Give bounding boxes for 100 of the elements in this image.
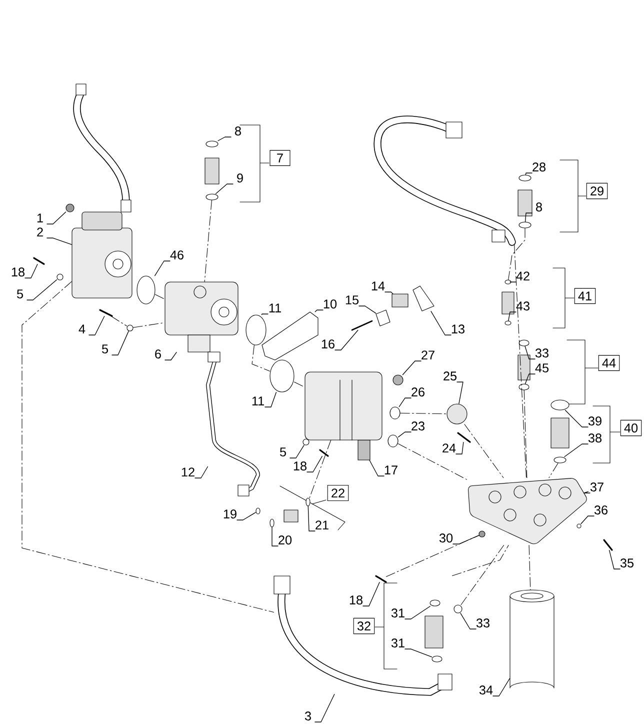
callout-number: 10 [324, 300, 337, 308]
callout-number: 8 [235, 126, 241, 136]
callout-number: 27 [422, 350, 434, 360]
bolt [319, 449, 329, 457]
callout-number: 42 [516, 272, 530, 280]
o-ring [388, 434, 398, 448]
fitting [518, 190, 532, 216]
kit-number-box: 7 [270, 150, 290, 166]
o-ring [256, 508, 260, 514]
leader-line [164, 352, 177, 360]
leader-line [308, 506, 316, 532]
center-line [110, 316, 127, 326]
callout-number: 37 [590, 482, 604, 492]
callout-number: 38 [588, 434, 602, 442]
o-ring [554, 456, 566, 464]
leader-line [46, 212, 66, 224]
callout-number: 8 [536, 202, 542, 212]
bolt [33, 257, 45, 265]
leader-line [398, 398, 412, 408]
center-line [133, 322, 165, 328]
callout-number: 23 [412, 422, 424, 430]
callout-number: 5 [280, 448, 286, 456]
kit-number-box: 40 [620, 420, 642, 436]
leader-line [290, 444, 304, 458]
kit-number-box: 44 [598, 355, 620, 371]
o-ring [390, 406, 400, 420]
callout-number: 14 [372, 282, 385, 290]
washer [56, 274, 64, 280]
o-ring [306, 498, 310, 506]
leader-line [236, 512, 256, 520]
leader-line [524, 374, 536, 384]
callout-number: 18 [294, 462, 306, 470]
o-ring [270, 360, 294, 392]
callout-number: 30 [439, 534, 453, 542]
callout-number: 33 [476, 618, 490, 628]
o-ring [518, 222, 532, 228]
callout-number: 11 [252, 396, 264, 406]
leader-line [430, 310, 452, 336]
center-line [460, 545, 504, 605]
leader-line [524, 346, 536, 360]
o-ring [504, 320, 512, 326]
leader-line [261, 314, 268, 316]
o-ring [518, 384, 530, 390]
leader-line [404, 648, 432, 658]
plate [376, 310, 390, 326]
callout-number: 21 [316, 520, 328, 530]
bolt [99, 309, 113, 317]
fitting [518, 354, 530, 380]
callout-number: 15 [346, 296, 359, 304]
center-line [524, 390, 528, 478]
leader-line [580, 516, 594, 524]
leader-line [154, 260, 170, 276]
leader-line [314, 694, 335, 722]
fitting [204, 158, 220, 184]
callout-number: 11 [269, 304, 281, 312]
plug [478, 530, 486, 538]
center-line [452, 545, 509, 576]
leader-line [456, 442, 464, 454]
leader-line [404, 606, 430, 620]
callout-number: 16 [322, 340, 334, 348]
center-line [294, 382, 305, 388]
callout-number: 5 [102, 344, 108, 354]
center-line [464, 424, 504, 478]
callout-number: 9 [237, 174, 243, 182]
leader-line [112, 330, 129, 356]
hose-drawing [374, 116, 516, 246]
o-ring [270, 518, 274, 528]
callout-number: 39 [588, 416, 602, 426]
leader-line [564, 444, 588, 458]
callout-number: 18 [12, 268, 24, 276]
leader-line [362, 582, 380, 606]
callout-number: 19 [224, 510, 236, 518]
washer [302, 438, 310, 446]
plug [392, 374, 404, 386]
center-line [309, 440, 332, 498]
callout-number: 26 [412, 388, 424, 396]
o-ring [550, 400, 570, 410]
center-line [548, 463, 558, 478]
o-ring [136, 276, 156, 304]
fitting [550, 418, 570, 448]
o-ring [518, 174, 532, 182]
sensor [358, 440, 370, 460]
elbow-fitting [284, 510, 298, 522]
callout-number: 6 [155, 350, 161, 358]
callout-number: 33 [535, 348, 548, 358]
leader-line [369, 460, 384, 476]
callout-number: 17 [384, 466, 398, 474]
callout-number: 13 [452, 324, 464, 334]
leader-line [314, 310, 324, 312]
callout-number: 3 [304, 712, 311, 720]
leader-line [460, 612, 476, 630]
callout-number: 25 [444, 372, 457, 380]
o-ring [206, 140, 218, 148]
leader-line [398, 432, 412, 438]
bolt [603, 539, 613, 551]
leader-line [584, 491, 590, 494]
washer [126, 324, 134, 332]
leader-line [215, 184, 234, 194]
leader-line [88, 316, 105, 336]
clamp [392, 294, 408, 308]
